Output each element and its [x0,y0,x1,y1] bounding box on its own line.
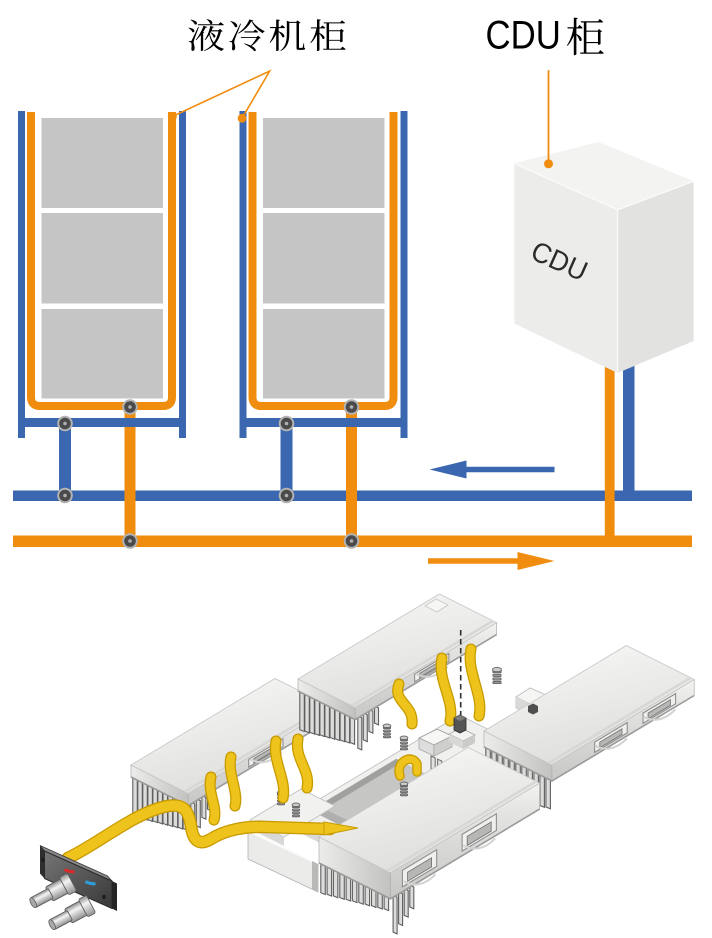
svg-text:CDU: CDU [486,14,561,58]
